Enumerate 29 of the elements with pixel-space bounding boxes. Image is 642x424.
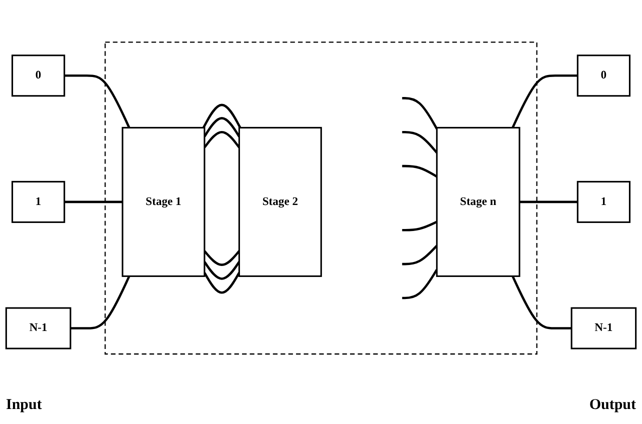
connector-line	[402, 97, 438, 130]
connector-line	[202, 104, 242, 129]
node-box: Stage 1	[122, 127, 206, 278]
connector-line	[64, 74, 130, 129]
node-box: 0	[576, 55, 630, 98]
connector-line	[402, 165, 438, 178]
caption-label: Input	[6, 397, 42, 414]
connector-line	[512, 74, 578, 129]
node-box: 0	[12, 55, 66, 98]
connector-line	[402, 221, 438, 232]
node-box: 1	[576, 181, 630, 224]
connector-line	[402, 245, 438, 266]
cluster	[104, 42, 538, 355]
connector-line	[512, 276, 572, 330]
connector-line	[204, 117, 240, 138]
connector-line	[204, 250, 240, 266]
node-box: 1	[12, 181, 66, 224]
connector-line	[519, 201, 578, 204]
node-box: Stage 2	[238, 127, 322, 278]
connector-line	[402, 269, 438, 300]
connector-line	[204, 131, 240, 149]
connector-line	[402, 131, 438, 154]
node-box: N-1	[570, 308, 637, 350]
caption-label: Output	[589, 397, 636, 414]
connector-line	[64, 201, 123, 204]
connector-line	[70, 276, 130, 330]
connector-line	[204, 262, 240, 280]
node-box: N-1	[5, 308, 72, 350]
node-box: Stage n	[436, 127, 520, 278]
